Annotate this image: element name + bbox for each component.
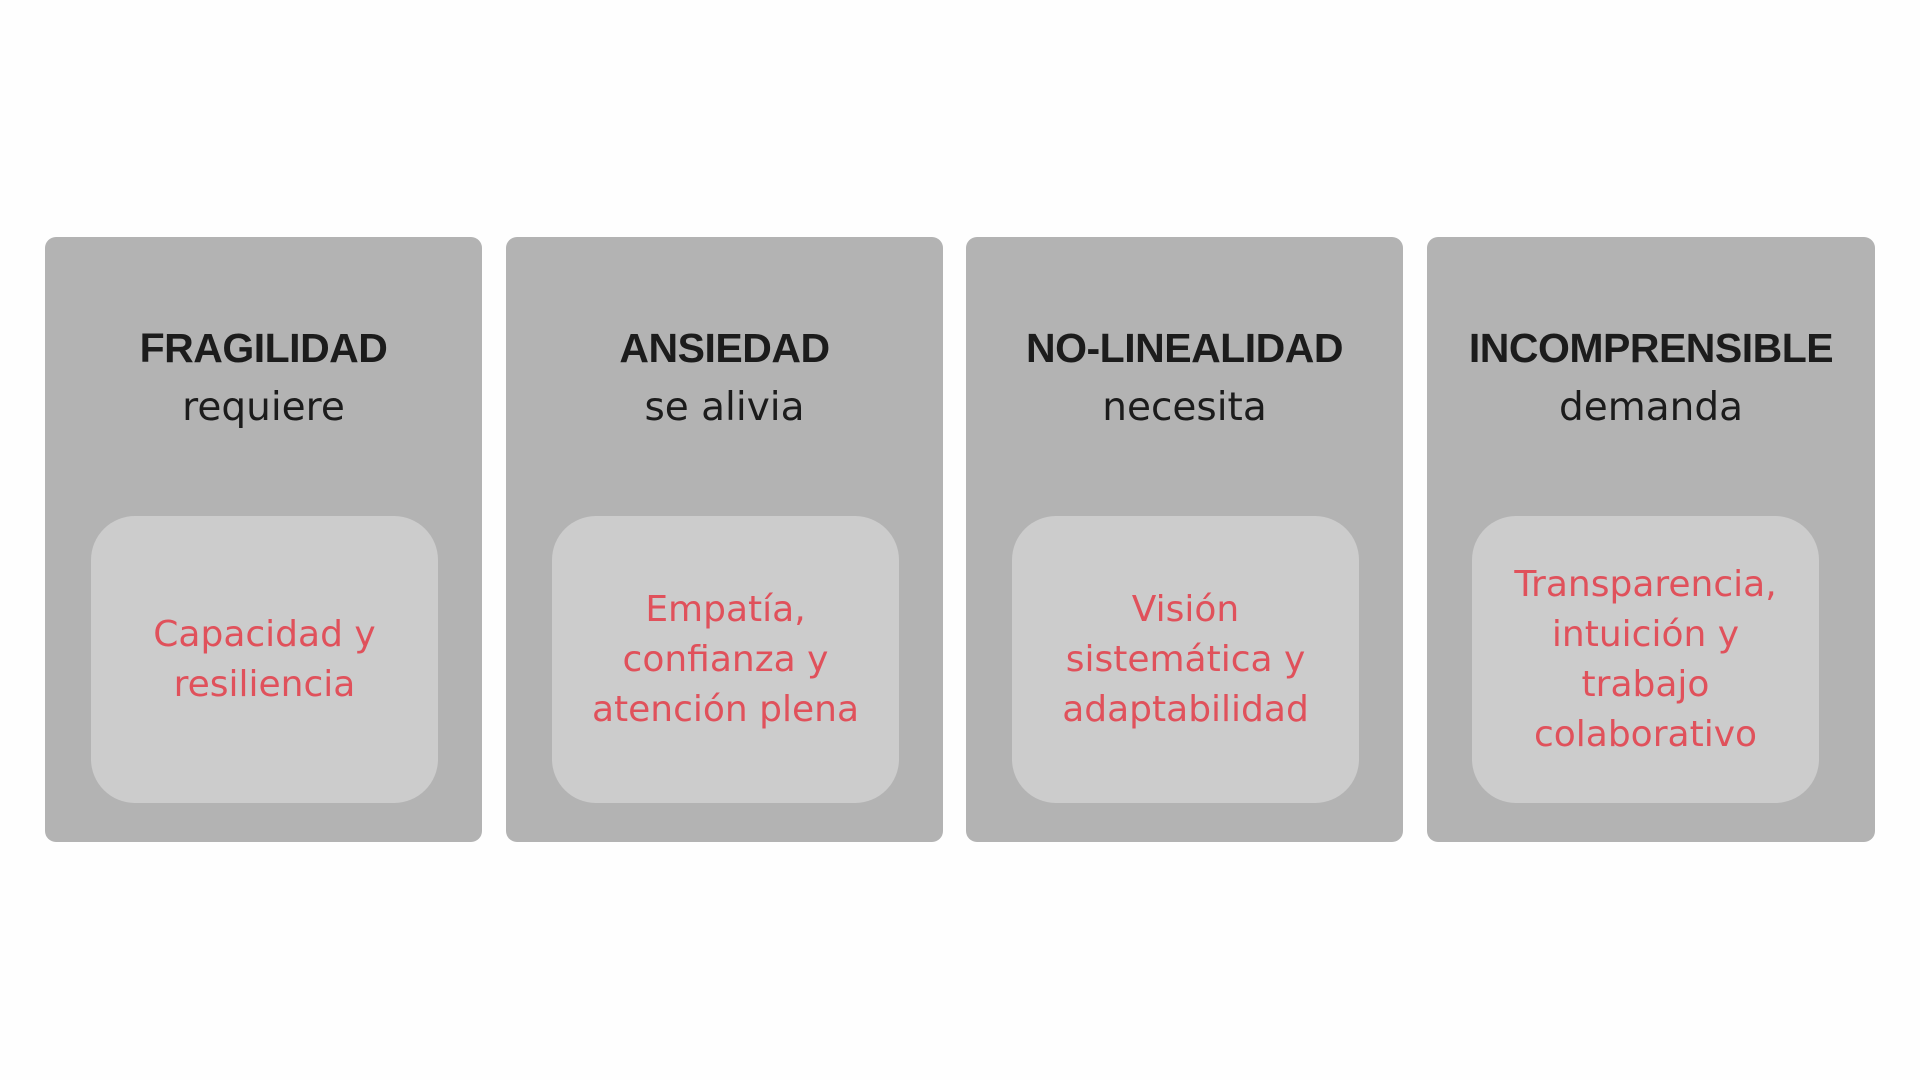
answer-line: Transparencia, — [1514, 563, 1777, 605]
answer-line: Empatía, — [645, 588, 806, 630]
card-fragilidad: FRAGILIDAD requiere Capacidad y resilien… — [45, 237, 482, 842]
answer-text: Visión sistemática y adaptabilidad — [1056, 585, 1315, 735]
answer-box: Visión sistemática y adaptabilidad — [1012, 516, 1359, 803]
answer-text: Transparencia, intuición y trabajo colab… — [1508, 560, 1782, 760]
answer-line: adaptabilidad — [1062, 688, 1309, 730]
answer-line: colaborativo — [1533, 713, 1758, 755]
answer-box: Transparencia, intuición y trabajo colab… — [1472, 516, 1819, 803]
answer-text: Empatía, confianza y atención plena — [586, 585, 865, 735]
card-title: ANSIEDAD — [619, 325, 830, 371]
answer-line: atención plena — [591, 688, 860, 730]
answer-line: resiliencia — [173, 663, 356, 705]
answer-line: confianza y — [622, 638, 829, 680]
card-verb: se alivia — [644, 385, 805, 430]
answer-text: Capacidad y resiliencia — [147, 610, 381, 710]
card-verb: necesita — [1102, 385, 1267, 430]
answer-line: intuición y — [1551, 613, 1740, 655]
answer-box: Empatía, confianza y atención plena — [552, 516, 899, 803]
answer-line: Capacidad y — [153, 613, 376, 655]
card-no-linealidad: NO-LINEALIDAD necesita Visión sistemátic… — [966, 237, 1403, 842]
card-title: FRAGILIDAD — [139, 325, 388, 371]
answer-box: Capacidad y resiliencia — [91, 516, 438, 803]
card-verb: demanda — [1558, 385, 1743, 430]
card-verb: requiere — [182, 385, 345, 430]
card-ansiedad: ANSIEDAD se alivia Empatía, confianza y … — [506, 237, 943, 842]
card-incomprensible: INCOMPRENSIBLE demanda Transparencia, in… — [1427, 237, 1875, 842]
card-title: INCOMPRENSIBLE — [1468, 325, 1834, 371]
answer-line: trabajo — [1581, 663, 1710, 705]
answer-line: Visión — [1131, 588, 1240, 630]
card-title: NO-LINEALIDAD — [1026, 325, 1343, 371]
answer-line: sistemática y — [1065, 638, 1306, 680]
